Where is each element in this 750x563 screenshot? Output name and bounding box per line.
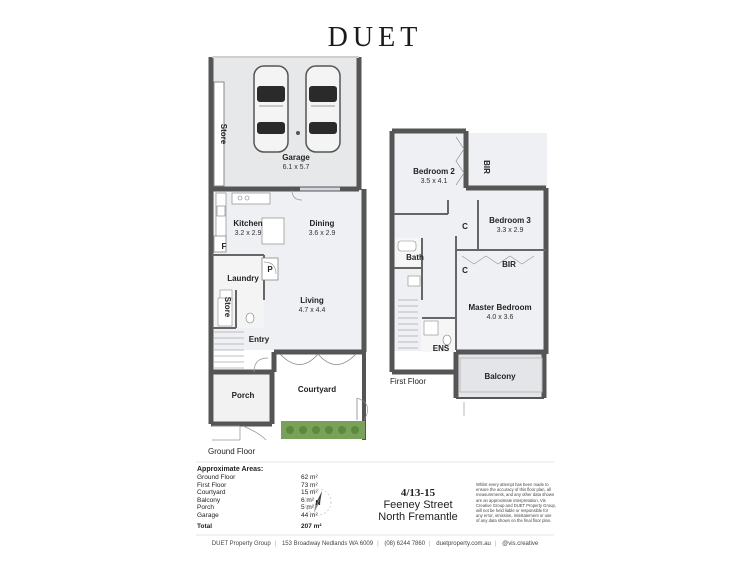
toilet-icon <box>245 312 255 324</box>
garage-label: Garage <box>282 153 310 162</box>
address-number: 4/13-15 <box>400 487 436 499</box>
living-dim: 4.7 x 4.4 <box>299 307 326 314</box>
garage-dim: 6.1 x 5.7 <box>283 164 310 171</box>
kitchen-dim: 3.2 x 2.9 <box>235 230 262 237</box>
ens-label: ENS <box>433 344 450 353</box>
area-row: Balcony 6 m² <box>197 497 335 505</box>
dining-label: Dining <box>310 219 335 228</box>
porch-label: Porch <box>232 391 255 400</box>
area-row: First Floor 73 m² <box>197 482 335 490</box>
balcony-floor <box>456 354 544 398</box>
footer-phone[interactable]: (08) 6244 7860 <box>384 541 426 547</box>
first-stairs <box>398 299 418 349</box>
porch-steps <box>212 425 267 441</box>
ground-floor-label: Ground Floor <box>208 447 255 456</box>
kitchen-label: Kitchen <box>233 219 262 228</box>
area-row: Ground Floor 62 m² <box>197 474 335 482</box>
area-value: 44 m² <box>301 511 318 519</box>
area-row: Garage 44 m² <box>197 512 335 520</box>
shower-icon <box>423 320 439 336</box>
address-street: Feeney Street <box>383 499 453 511</box>
wardrobe <box>455 136 535 265</box>
ground-floor-walls <box>208 189 367 427</box>
area-row: Courtyard 15 m² <box>197 489 335 497</box>
garage-store-box <box>213 81 225 187</box>
car-icon <box>253 65 289 153</box>
kitchen-counters <box>215 192 285 252</box>
disclaimer-text: Whilst every attempt has been made to en… <box>476 482 556 524</box>
area-label: Ground Floor <box>197 474 236 481</box>
dining-dim: 3.6 x 2.9 <box>309 230 336 237</box>
garden-bed <box>281 421 365 439</box>
balcony-label: Balcony <box>484 372 516 381</box>
cupboard-label: C <box>462 266 468 275</box>
entry-label: Entry <box>249 335 270 344</box>
porch-floor <box>214 372 270 422</box>
vanity-icon <box>407 275 421 287</box>
area-label: First Floor <box>197 481 227 489</box>
area-value: 5 m² <box>301 504 314 512</box>
bedroom2-label: Bedroom 2 <box>413 167 455 176</box>
garage-walls <box>208 57 362 190</box>
areas-heading: Approximate Areas: <box>197 466 264 473</box>
first-floor-label: First Floor <box>390 377 426 386</box>
bedroom3-label: Bedroom 3 <box>489 216 531 225</box>
address-suburb: North Fremantle <box>378 511 458 523</box>
cooktop-icon <box>237 195 250 201</box>
store-box <box>217 297 233 327</box>
pantry-label: P <box>267 265 273 274</box>
area-label: Garage <box>197 511 219 519</box>
ground-stairs <box>214 331 244 369</box>
store-label-ground: Store <box>223 297 232 318</box>
area-value: 6 m² <box>301 496 314 504</box>
areas-total-row: Total 207 m² <box>197 523 335 531</box>
door-swings <box>253 189 303 373</box>
area-value: 73 m² <box>301 481 318 489</box>
brand-logo: DUET <box>327 22 423 53</box>
area-value: 15 m² <box>301 489 318 497</box>
footer-company: DUET Property Group <box>211 541 271 547</box>
drain-icon <box>296 131 300 135</box>
pantry-box <box>261 257 279 281</box>
address-block: 4/13-15 Feeney Street North Fremantle <box>348 487 488 523</box>
car-icon <box>305 65 341 153</box>
area-label: Courtyard <box>197 489 226 497</box>
sink-icon <box>216 205 226 217</box>
master-label: Master Bedroom <box>468 303 531 312</box>
footer: DUET Property Group| 153 Broadway Nedlan… <box>211 541 539 547</box>
courtyard-doors <box>279 353 357 365</box>
bath-label: Bath <box>406 253 424 262</box>
courtyard-label: Courtyard <box>298 385 336 394</box>
bir-label-master: BIR <box>502 260 516 269</box>
area-value: 62 m² <box>301 474 318 481</box>
bedroom2-dim: 3.5 x 4.1 <box>421 178 448 185</box>
footer-address: 153 Broadway Nedlands WA 6009 <box>281 541 374 547</box>
first-floor-walls <box>389 128 549 398</box>
fridge-box <box>213 235 227 253</box>
bir-label: BIR <box>482 160 491 174</box>
area-label: Porch <box>197 504 214 512</box>
bathtub-icon <box>397 240 417 252</box>
balcony-rail <box>459 357 543 393</box>
footer-credit[interactable]: @vis.creative <box>502 541 539 547</box>
total-value: 207 m² <box>301 522 322 530</box>
store-label: Store <box>219 124 228 145</box>
bedroom3-dim: 3.3 x 2.9 <box>497 227 524 234</box>
laundry-label: Laundry <box>227 274 259 283</box>
first-floor-interior <box>394 200 546 350</box>
compass-icon: N <box>304 488 332 516</box>
svg-text:N: N <box>315 500 320 507</box>
master-dim: 4.0 x 3.6 <box>487 314 514 321</box>
footer-website-link[interactable]: duetproperty.com.au <box>436 541 491 547</box>
cupboard-label: C <box>462 222 468 231</box>
living-label: Living <box>300 296 324 305</box>
area-row: Porch 5 m² <box>197 504 335 512</box>
courtyard-floor <box>276 352 360 418</box>
total-label: Total <box>197 522 213 530</box>
area-label: Balcony <box>197 496 221 504</box>
fridge-label: F <box>222 242 227 251</box>
toilet-icon <box>442 334 452 346</box>
